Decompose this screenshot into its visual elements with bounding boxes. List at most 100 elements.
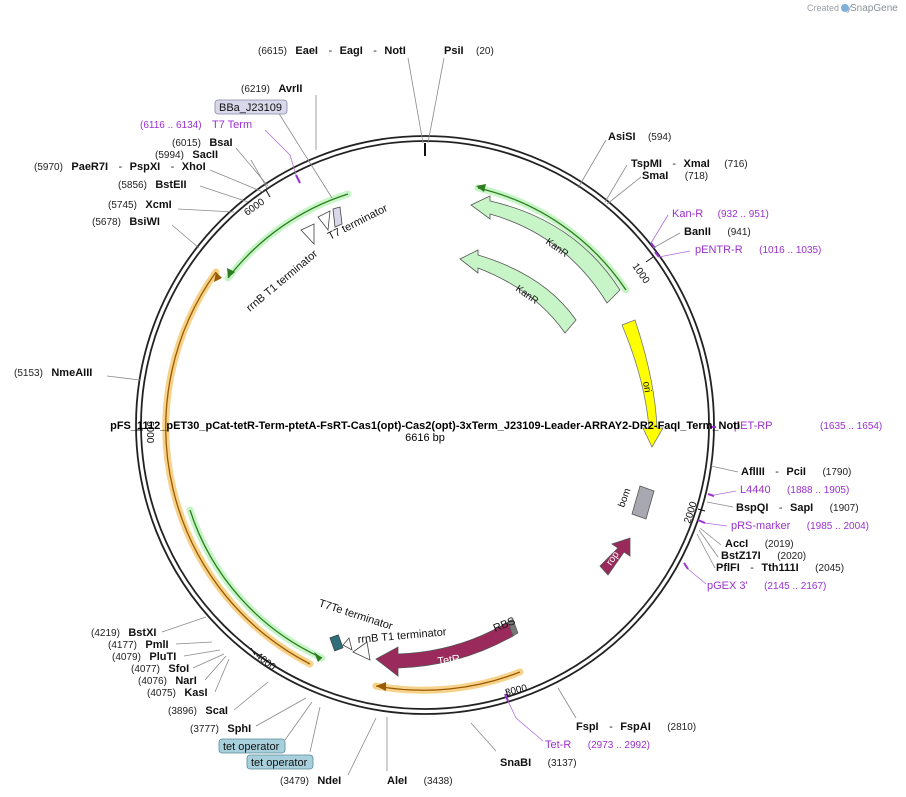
pgex-primer-marker <box>683 562 689 570</box>
ori-arrow <box>621 319 664 448</box>
tetr-primer: Tet-R (2973 .. 2992) <box>545 735 650 752</box>
acci-site: AccI (2019) <box>725 534 794 551</box>
tick-label-6000: 6000 <box>242 196 267 218</box>
psii-site: PsiI (20) <box>444 41 494 58</box>
green-band-bottom-left <box>186 506 326 662</box>
t7te-label: T7Te terminator <box>317 597 394 632</box>
tick-3000 <box>505 689 509 698</box>
kan-band-arrowhead <box>476 184 486 192</box>
bba-label: BBa_J23109 <box>219 102 282 114</box>
t7te-terminator-marker <box>342 637 353 651</box>
snapgene-brand: SnapGene <box>850 3 898 14</box>
paer7i-site: (5970) PaeR7I - PspXI - XhoI <box>34 157 206 174</box>
smai-site: SmaI (718) <box>642 166 708 183</box>
rrnb-t1-label-bottom: rrnB T1 terminator <box>357 626 447 646</box>
backbone-outer <box>135 135 715 715</box>
kanr-arrow-2 <box>459 249 577 334</box>
nari-site: (4076) NarI <box>138 671 197 688</box>
plut1-site: (4079) PluTI <box>112 647 176 664</box>
scai-site: (3896) ScaI <box>168 701 228 718</box>
tet-operator-1-box <box>218 738 286 754</box>
l4440-primer-marker <box>707 493 715 497</box>
green-line-bottom-left <box>189 509 323 659</box>
tet-operator-2-label: tet operator <box>251 757 308 769</box>
avrii-site: (6219) AvrII <box>241 79 302 96</box>
bottom-left-band-arrowhead <box>314 652 322 662</box>
tet-operator-box <box>329 634 344 652</box>
bsiwi-site: (5678) BsiWI <box>92 212 160 229</box>
rop-arrow <box>599 537 631 576</box>
t7term-primer: (6116 .. 6134) T7 Term <box>140 115 252 132</box>
bsteii-site: (5856) BstEII <box>118 175 187 192</box>
orange-band-left <box>162 268 314 668</box>
tet-operator-1-label: tet operator <box>223 741 280 753</box>
backbone-inner <box>140 140 710 710</box>
fspi-site: FspI - FspAI (2810) <box>576 717 696 734</box>
pet-primer-name: pET-RP <box>734 420 773 432</box>
kasi-site: (4075) KasI <box>147 683 208 700</box>
created-by-text: Created by <box>807 3 852 13</box>
bstxi-site: (4219) BstXI <box>91 623 156 640</box>
pet-primer-pos: (1635 .. 1654) <box>820 421 882 432</box>
bba-marker <box>332 206 343 228</box>
tetr-primer-marker <box>504 693 509 702</box>
pmli-site: (4177) PmlI <box>108 635 169 652</box>
tet-operator-2-box <box>246 754 314 770</box>
tick-4000 <box>250 647 256 656</box>
ndei-site: (3479) NdeI <box>280 771 341 788</box>
pentr-primer-marker <box>654 251 660 258</box>
rrnb-t1-terminator-marker-bottom <box>352 641 371 661</box>
kanr-arrow-1 <box>470 195 621 304</box>
tick-6000 <box>265 189 271 198</box>
pgex-primer: pGEX 3' (2145 .. 2167) <box>707 576 826 593</box>
alei-site: AleI (3438) <box>387 771 453 788</box>
tick-2000 <box>697 508 706 512</box>
rrnb-t1-terminator-marker <box>300 223 315 246</box>
tspmi-site: TspMI - XmaI (716) <box>631 154 748 171</box>
leader-lines <box>106 57 739 776</box>
bsai-site: (6015) BsaI <box>172 133 233 150</box>
top-band-arrowhead <box>227 268 235 278</box>
rbs-marker <box>507 618 519 637</box>
asisi-site: AsiSI (594) <box>608 127 671 144</box>
orange-left-arrowhead <box>214 272 222 282</box>
tick-label-3000: 3000 <box>504 683 529 699</box>
tick-label-4000: 4000 <box>253 651 278 674</box>
snapgene-logo-icon <box>841 4 849 12</box>
plasmid-name: pFS_1112_pET30_pCat-tetR-Term-ptetA-FsRT… <box>110 420 740 432</box>
tick-label-1000: 1000 <box>630 261 652 286</box>
bstz17i-site: BstZ17I (2020) <box>721 546 806 563</box>
plasmid-length: 6616 bp <box>405 432 445 444</box>
bba-feature-box <box>214 99 288 115</box>
tetr-label: TetR <box>437 653 461 668</box>
bom-box <box>631 485 655 520</box>
prs-primer: pRS-marker (1985 .. 2004) <box>731 516 869 533</box>
pflfi-site: PflFI - Tth111I (2045) <box>716 558 844 575</box>
sacii-site: (5994) SacII <box>155 145 218 162</box>
afliii-site: AflIII - PciI (1790) <box>741 462 851 479</box>
ori-label: ori <box>640 381 653 394</box>
banii-site: BanII (941) <box>684 222 751 239</box>
sfoi-site: (4077) SfoI <box>131 659 189 676</box>
xcmi-site: (5745) XcmI <box>108 195 172 212</box>
bom-label: bom <box>616 487 633 509</box>
kanr-primer: Kan-R (932 .. 951) <box>672 204 769 221</box>
nmeaiii-site: (5153) NmeAIII <box>14 363 92 380</box>
snabi-site: SnaBI (3137) <box>500 753 577 770</box>
sphi-site: (3777) SphI <box>190 719 251 736</box>
bspqi-site: BspQI - SapI (1907) <box>736 498 859 515</box>
l4440-primer: L4440 (1888 .. 1905) <box>740 480 849 497</box>
rrnb-t1-label-top: rrnB T1 terminator <box>244 248 320 315</box>
green-line-top <box>227 193 349 279</box>
eaei-site: (6615) EaeI - EagI - NotI <box>258 41 406 58</box>
orange-bottom-arrowhead <box>376 682 386 691</box>
tetr-arrow <box>375 621 514 677</box>
orange-line-left <box>165 271 311 665</box>
tick-1000 <box>645 256 654 263</box>
green-line-kan <box>477 187 627 291</box>
t7term-primer-marker <box>295 174 301 184</box>
prs-primer-marker <box>697 519 706 524</box>
pentr-primer: pENTR-R (1016 .. 1035) <box>695 240 821 257</box>
t7-terminator-marker <box>317 210 331 232</box>
